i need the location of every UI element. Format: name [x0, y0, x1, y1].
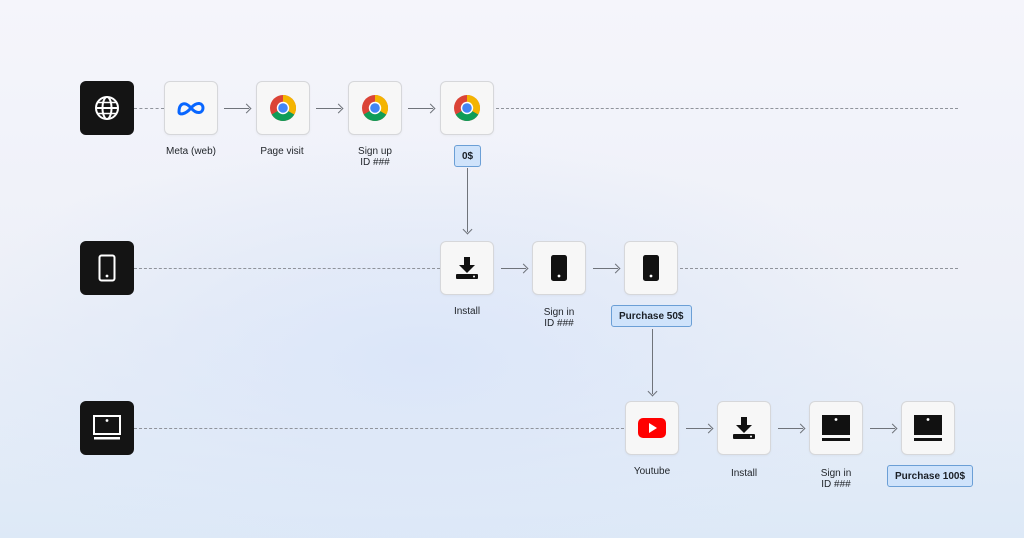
globe-icon	[95, 96, 119, 120]
lane-line-mobile-start	[134, 268, 440, 269]
meta-icon	[177, 102, 205, 116]
lane-mobile	[80, 241, 134, 295]
node-mobile-sign-in[interactable]	[532, 241, 586, 295]
download-icon	[733, 417, 755, 439]
lane-web	[80, 81, 134, 135]
arrow-tv-sign-in-to-purchase	[870, 428, 895, 429]
node-chrome-end[interactable]	[440, 81, 494, 135]
label-page-visit: Page visit	[260, 146, 304, 157]
chrome-icon	[270, 95, 297, 122]
badge-0-dollar: 0$	[454, 145, 482, 167]
label-mobile-sign-in: Sign in ID ###	[543, 307, 575, 329]
download-icon	[456, 257, 478, 279]
phone-icon	[551, 255, 567, 281]
arrow-sign-up-to-chrome	[408, 108, 433, 109]
youtube-icon	[638, 418, 666, 438]
label-mobile-install: Install	[453, 306, 481, 317]
badge-purchase-50: Purchase 50$	[611, 305, 692, 327]
arrow-install-to-sign-in	[501, 268, 526, 269]
tv-icon	[914, 415, 942, 441]
phone-icon	[98, 254, 116, 282]
node-page-visit[interactable]	[256, 81, 310, 135]
arrow-sign-in-to-purchase	[593, 268, 618, 269]
node-tv-purchase[interactable]	[901, 401, 955, 455]
node-mobile-install[interactable]	[440, 241, 494, 295]
badge-purchase-100: Purchase 100$	[887, 465, 974, 487]
arrow-meta-to-page-visit	[224, 108, 249, 109]
node-tv-sign-in[interactable]	[809, 401, 863, 455]
tv-icon	[822, 415, 850, 441]
node-mobile-purchase[interactable]	[624, 241, 678, 295]
lane-line-tv	[134, 428, 624, 429]
node-tv-install[interactable]	[717, 401, 771, 455]
arrow-page-visit-to-sign-up	[316, 108, 341, 109]
label-tv-install: Install	[730, 468, 758, 479]
lane-line-web-end	[496, 108, 958, 109]
label-meta-web: Meta (web)	[165, 146, 216, 157]
label-sign-up: Sign up ID ###	[358, 146, 392, 168]
arrow-web-to-mobile	[467, 168, 468, 232]
lane-line-web-start	[134, 108, 164, 109]
arrow-youtube-to-install	[686, 428, 711, 429]
lane-tv	[80, 401, 134, 455]
label-youtube: Youtube	[633, 466, 671, 477]
phone-icon	[643, 255, 659, 281]
label-tv-sign-in: Sign in ID ###	[820, 468, 852, 490]
lane-line-mobile-end	[680, 268, 958, 269]
arrow-mobile-to-tv	[652, 329, 653, 394]
node-youtube[interactable]	[625, 401, 679, 455]
node-meta-web[interactable]	[164, 81, 218, 135]
chrome-icon	[454, 95, 481, 122]
tv-icon	[93, 415, 121, 440]
chrome-icon	[362, 95, 389, 122]
node-sign-up[interactable]	[348, 81, 402, 135]
arrow-install-to-tv-sign-in	[778, 428, 803, 429]
